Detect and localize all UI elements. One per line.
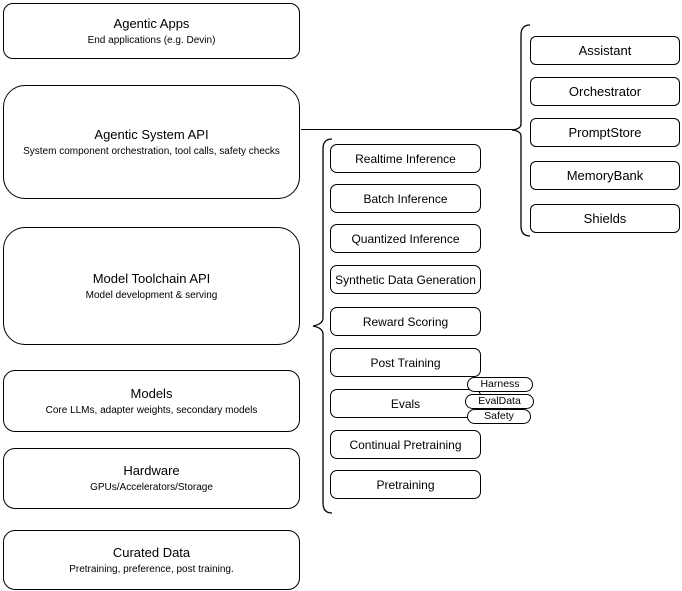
node-title: Hardware	[123, 463, 180, 478]
node-memorybank: MemoryBank	[530, 161, 680, 190]
toolchain-group-brace	[312, 138, 333, 514]
node-reward-scoring: Reward Scoring	[330, 307, 481, 336]
node-title: Model Toolchain API	[92, 270, 211, 286]
node-models: Models Core LLMs, adapter weights, secon…	[3, 370, 300, 432]
node-label: PromptStore	[568, 125, 642, 140]
node-promptstore: PromptStore	[530, 118, 680, 147]
node-agentic-system-api: Agentic System API System component orch…	[3, 85, 300, 199]
tag-safety: Safety	[467, 409, 531, 424]
node-evals: Evals	[330, 389, 481, 418]
node-realtime-inference: Realtime Inference	[330, 144, 481, 173]
node-label: Pretraining	[376, 477, 435, 492]
node-continual-pretraining: Continual Pretraining	[330, 430, 481, 459]
node-title: Agentic Apps	[113, 15, 190, 31]
system-group-brace	[511, 24, 531, 237]
node-subtitle: GPUs/Accelerators/Storage	[90, 482, 213, 493]
node-curated-data: Curated Data Pretraining, preference, po…	[3, 530, 300, 590]
node-label: Post Training	[370, 355, 441, 370]
node-label: Evals	[390, 396, 421, 411]
tag-harness: Harness	[467, 377, 533, 392]
node-subtitle: Pretraining, preference, post training.	[69, 563, 234, 575]
tag-label: Harness	[480, 378, 520, 390]
node-hardware: Hardware GPUs/Accelerators/Storage	[3, 448, 300, 509]
node-label: Assistant	[578, 43, 632, 58]
node-label: Synthetic Data Generation	[335, 272, 476, 287]
node-agentic-apps: Agentic Apps End applications (e.g. Devi…	[3, 3, 300, 59]
node-synthetic-data-generation: Synthetic Data Generation	[330, 265, 481, 294]
node-shields: Shields	[530, 204, 680, 233]
node-label: Quantized Inference	[351, 231, 460, 246]
node-subtitle: End applications (e.g. Devin)	[87, 34, 216, 46]
system-api-connector-line	[301, 129, 513, 130]
node-label: Reward Scoring	[362, 314, 449, 329]
node-label: Orchestrator	[568, 84, 642, 99]
node-label: Realtime Inference	[355, 151, 456, 166]
node-title: Curated Data	[112, 544, 191, 560]
node-orchestrator: Orchestrator	[530, 77, 680, 106]
node-pretraining: Pretraining	[330, 470, 481, 499]
tag-label: Safety	[484, 410, 514, 422]
node-batch-inference: Batch Inference	[330, 184, 481, 213]
node-label: Continual Pretraining	[349, 437, 462, 452]
node-subtitle: Model development & serving	[85, 289, 218, 301]
node-title: Models	[130, 385, 173, 401]
node-quantized-inference: Quantized Inference	[330, 224, 481, 253]
node-assistant: Assistant	[530, 36, 680, 65]
node-label: Batch Inference	[363, 191, 448, 206]
tag-label: EvalData	[478, 395, 521, 407]
node-subtitle: System component orchestration, tool cal…	[23, 145, 280, 157]
node-subtitle: Core LLMs, adapter weights, secondary mo…	[45, 404, 258, 416]
tag-evaldata: EvalData	[465, 394, 534, 409]
node-label: Shields	[583, 211, 627, 226]
node-title: Agentic System API	[94, 126, 209, 142]
node-post-training: Post Training	[330, 348, 481, 377]
node-model-toolchain-api: Model Toolchain API Model development & …	[3, 227, 300, 345]
node-label: MemoryBank	[566, 168, 644, 183]
